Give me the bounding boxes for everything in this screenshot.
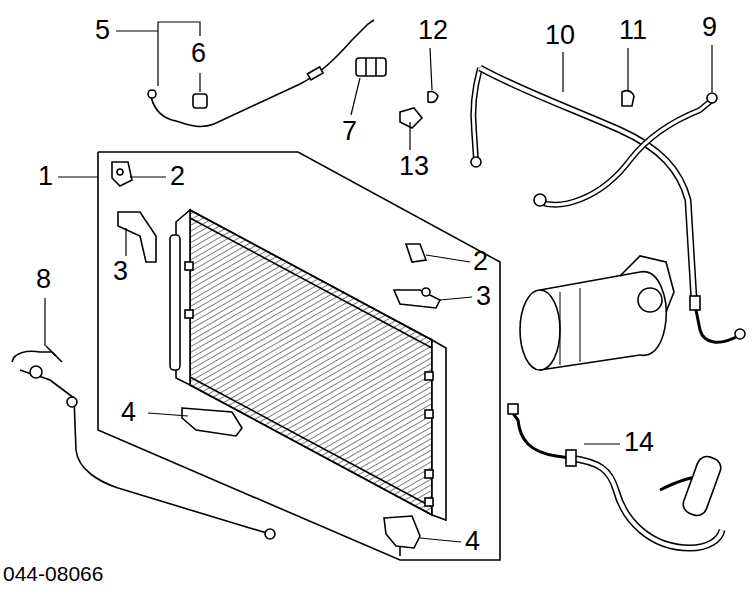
callout-number: 4: [465, 528, 480, 555]
callout-number: 4: [121, 399, 136, 426]
callout-number: 11: [619, 17, 647, 44]
callout-number: 2: [170, 163, 185, 190]
callout-number: 8: [36, 266, 51, 293]
callout-number: 9: [702, 14, 717, 41]
callout-number: 5: [95, 17, 110, 44]
callout-number: 3: [113, 258, 128, 285]
callout-number: 12: [418, 17, 448, 44]
callout-number: 2: [473, 248, 488, 275]
callout-number: 6: [191, 40, 206, 67]
callout-number: 14: [624, 429, 654, 456]
callout-number: 7: [342, 118, 357, 145]
group-outline: [98, 152, 500, 560]
callout-number: 10: [545, 22, 575, 49]
callout-number: 13: [399, 153, 429, 180]
callout-number: 3: [476, 283, 491, 310]
diagram-code: 044-08066: [3, 563, 103, 584]
leader-lines: [45, 22, 712, 542]
callout-number: 1: [38, 163, 53, 190]
